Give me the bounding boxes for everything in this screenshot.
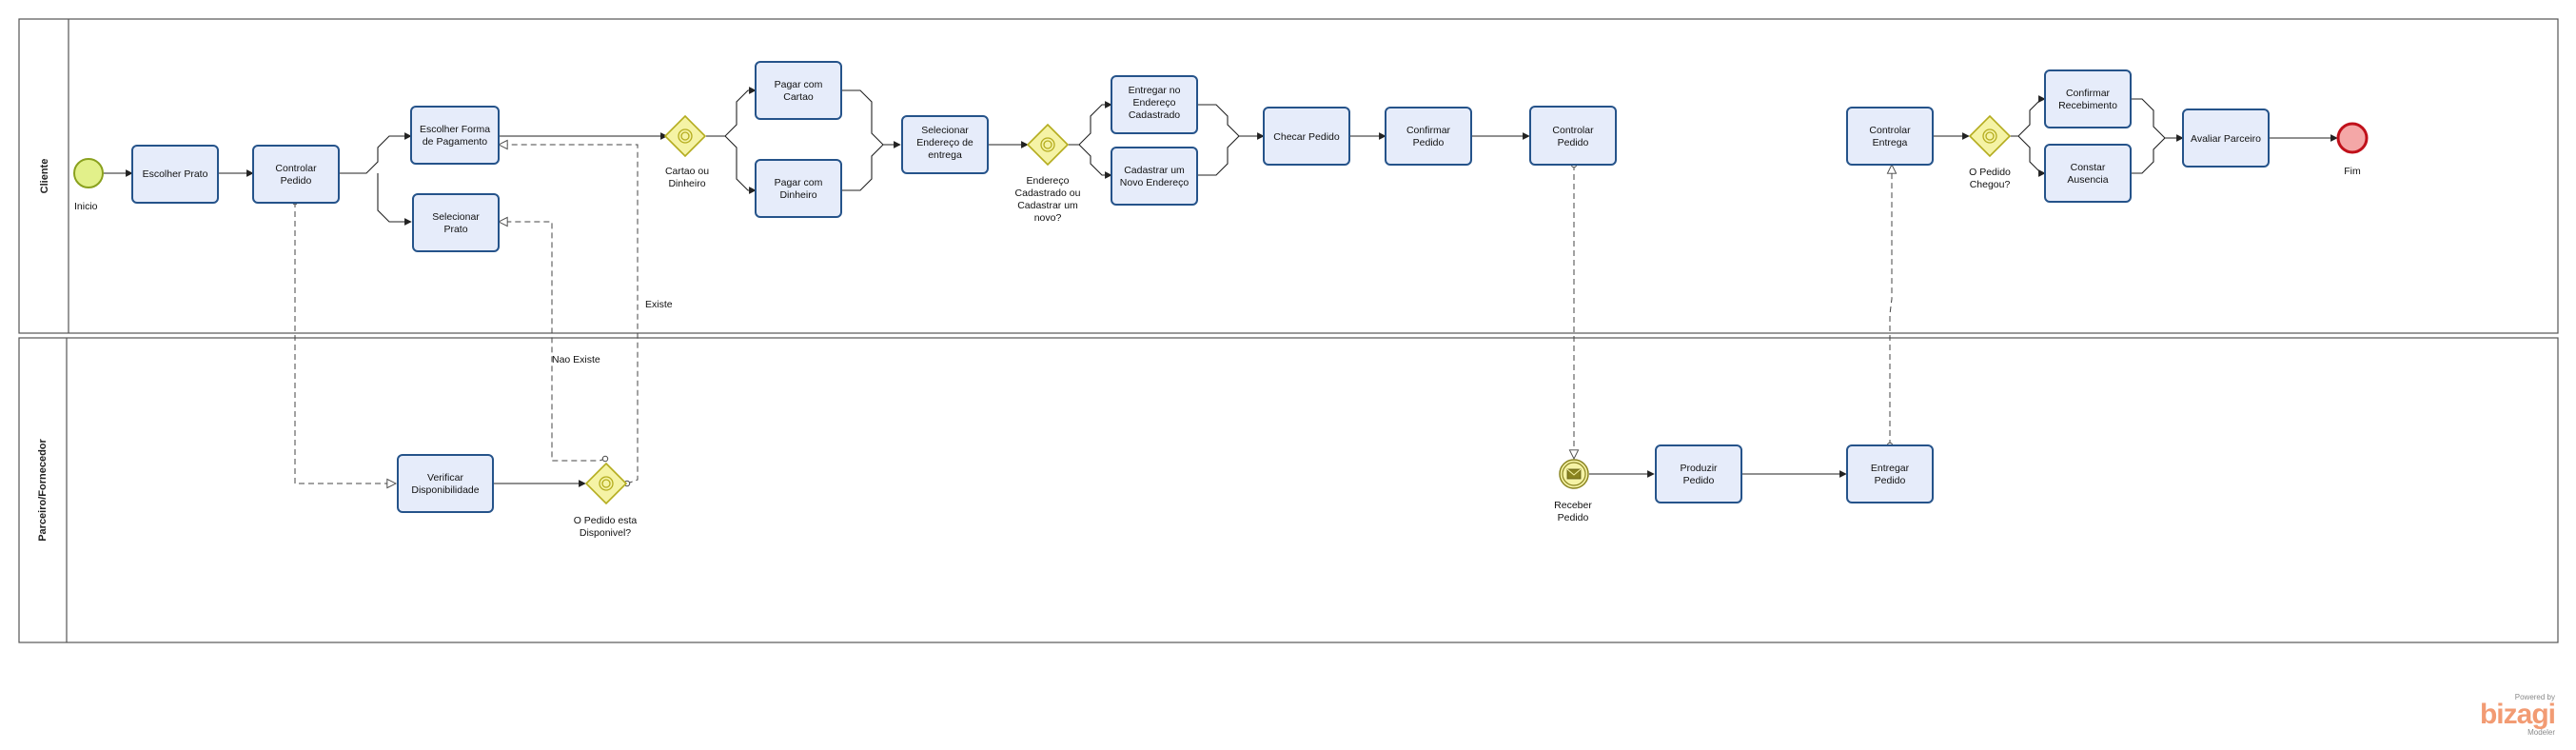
start-event-label: Inicio	[74, 201, 98, 212]
flow-label-nao-existe: Nao Existe	[552, 354, 600, 365]
modeler-text: Modeler	[2527, 728, 2555, 737]
task-label: Avaliar Parceiro	[2191, 133, 2261, 145]
lane-cliente: Cliente	[18, 18, 2559, 334]
flow-label-existe: Existe	[645, 299, 673, 310]
task-escolher-prato[interactable]: Escolher Prato	[131, 145, 219, 204]
message-flows	[295, 145, 1892, 484]
task-label: Escolher Prato	[143, 168, 208, 180]
lane-label: Cliente	[39, 159, 50, 194]
end-event[interactable]: Fim	[2336, 122, 2369, 177]
envelope-icon	[1566, 468, 1582, 480]
start-event[interactable]: Inicio	[73, 158, 104, 212]
task-avaliar-parceiro[interactable]: Avaliar Parceiro	[2182, 109, 2270, 168]
task-label: Checar Pedido	[1273, 131, 1340, 143]
powered-by-text: Powered by	[2514, 693, 2555, 701]
end-event-label: Fim	[2344, 166, 2361, 177]
lane-label: Parceiro/Fornecedor	[37, 438, 49, 541]
bizagi-branding: Powered by bizagi Modeler	[2479, 693, 2556, 737]
bizagi-logo: bizagi	[2479, 699, 2556, 730]
task-checar-pedido[interactable]: Checar Pedido	[1263, 107, 1350, 166]
